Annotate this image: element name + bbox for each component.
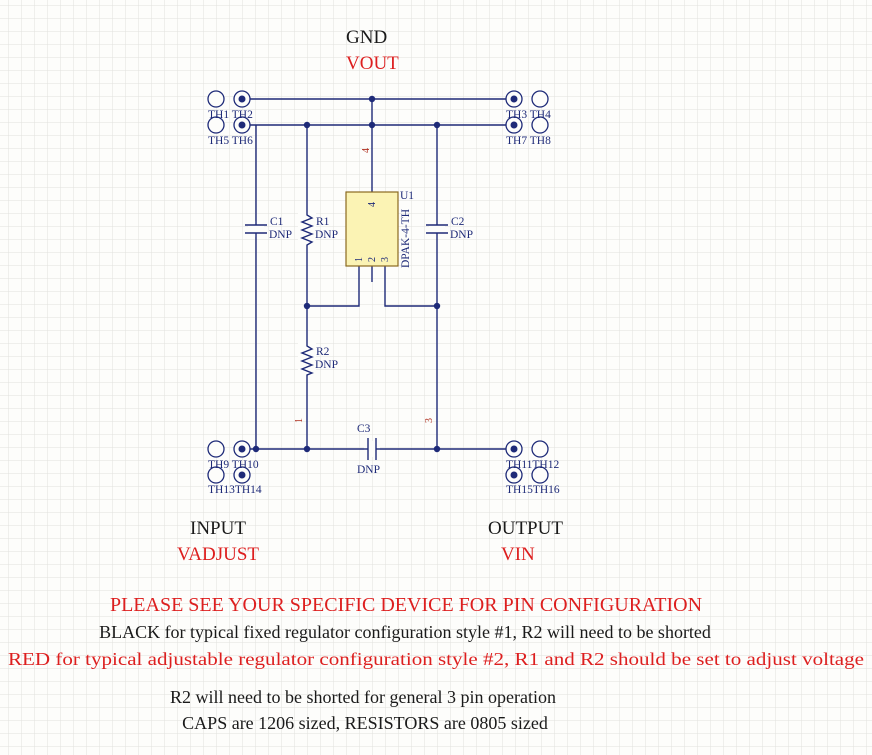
tp-label-th9-th10: TH9 TH10	[208, 459, 259, 471]
c2-ref: C2	[451, 216, 465, 228]
u1-pin-3: 3	[380, 257, 391, 262]
c2-value: DNP	[450, 229, 473, 241]
junction-dots	[252, 95, 441, 453]
test-points	[207, 90, 549, 484]
vin-net-label: VIN	[501, 544, 535, 565]
gnd-net-label: GND	[346, 27, 387, 48]
c3-capacitor-symbol	[364, 438, 380, 460]
vadjust-net-label: VADJUST	[177, 544, 259, 565]
u1-pin-1: 1	[354, 257, 365, 262]
u1-pin3-wire	[384, 266, 437, 307]
pin-number-top: 4	[361, 148, 372, 153]
u1-tab-pin: 4	[367, 202, 378, 207]
tp-label-th7-th8: TH7 TH8	[506, 135, 551, 147]
tp-label-th15-th16: TH15TH16	[506, 484, 560, 496]
tp-label-th1-th2: TH1 TH2	[208, 109, 253, 121]
tp-label-th5-th6: TH5 TH6	[208, 135, 253, 147]
input-net-label: INPUT	[190, 518, 246, 539]
r2-value: DNP	[315, 359, 338, 371]
r1-value: DNP	[315, 229, 338, 241]
pin-number-right: 3	[424, 418, 435, 423]
r1-resistor-symbol	[300, 212, 314, 248]
r2-resistor-symbol	[300, 343, 314, 377]
u1-package: DPAK-4-TH	[400, 209, 412, 268]
sizes-note: CAPS are 1206 sized, RESISTORS are 0805 …	[182, 713, 548, 733]
c1-ref: C1	[270, 216, 284, 228]
black-style-note: BLACK for typical fixed regulator config…	[99, 622, 711, 642]
vout-net-label: VOUT	[346, 53, 399, 74]
red-style-note: RED for typical adjustable regulator con…	[8, 649, 864, 669]
r2-ref: R2	[316, 346, 330, 358]
test-point-pads	[238, 95, 518, 479]
tp-top-left	[207, 90, 251, 134]
tp-label-th11-th12: TH11TH12	[506, 459, 559, 471]
r2-short-note: R2 will need to be shorted for general 3…	[170, 687, 556, 707]
u1-regulator-body	[345, 191, 399, 267]
c1-capacitor-symbol	[245, 221, 267, 237]
pin-config-warning: PLEASE SEE YOUR SPECIFIC DEVICE FOR PIN …	[110, 594, 702, 616]
r1-ref: R1	[316, 216, 330, 228]
c3-value: DNP	[357, 464, 380, 476]
c2-capacitor-symbol	[426, 221, 448, 237]
u1-ref: U1	[400, 190, 414, 202]
u1-pin-2: 2	[367, 257, 378, 262]
tp-label-th3-th4: TH3 TH4	[506, 109, 551, 121]
pin-number-left: 1	[294, 418, 305, 423]
output-net-label: OUTPUT	[488, 518, 563, 539]
c1-value: DNP	[269, 229, 292, 241]
u1-pin1-wire	[307, 266, 360, 307]
tp-label-th13-th14: TH13TH14	[208, 484, 262, 496]
tp-bottom-left	[207, 440, 251, 484]
c3-ref: C3	[357, 423, 371, 435]
